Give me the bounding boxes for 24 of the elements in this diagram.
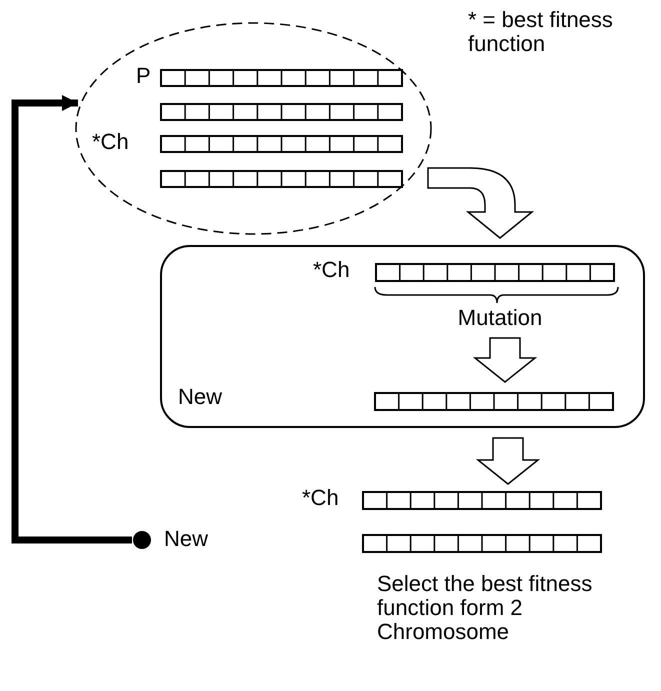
chromosome-bar <box>160 103 403 121</box>
row-label: *Ch <box>302 486 339 510</box>
note-text: * = best fitness function <box>468 8 614 56</box>
row-label: *Ch <box>313 258 350 282</box>
dot <box>132 530 152 550</box>
chromosome-bar <box>160 170 403 188</box>
feedback-arrow <box>12 95 132 544</box>
population-ellipse <box>75 22 432 235</box>
process-box <box>160 245 645 428</box>
row-label: P <box>136 64 151 88</box>
chromosome-bar <box>160 135 403 153</box>
row-label: New <box>178 385 224 409</box>
row-label: *Ch <box>92 130 129 154</box>
note-text: Select the best fitness function form 2 Chromosome <box>377 572 594 644</box>
block-arrow <box>427 167 533 239</box>
chromosome-bar <box>362 534 602 553</box>
chromosome-bar <box>362 491 602 510</box>
chromosome-bar <box>160 69 403 87</box>
block-arrow <box>476 437 540 485</box>
chromosome-bar <box>374 392 614 411</box>
chromosome-bar <box>375 263 615 282</box>
row-label: New <box>164 527 208 551</box>
process-label: Mutation <box>456 306 544 330</box>
block-arrow <box>472 337 538 383</box>
